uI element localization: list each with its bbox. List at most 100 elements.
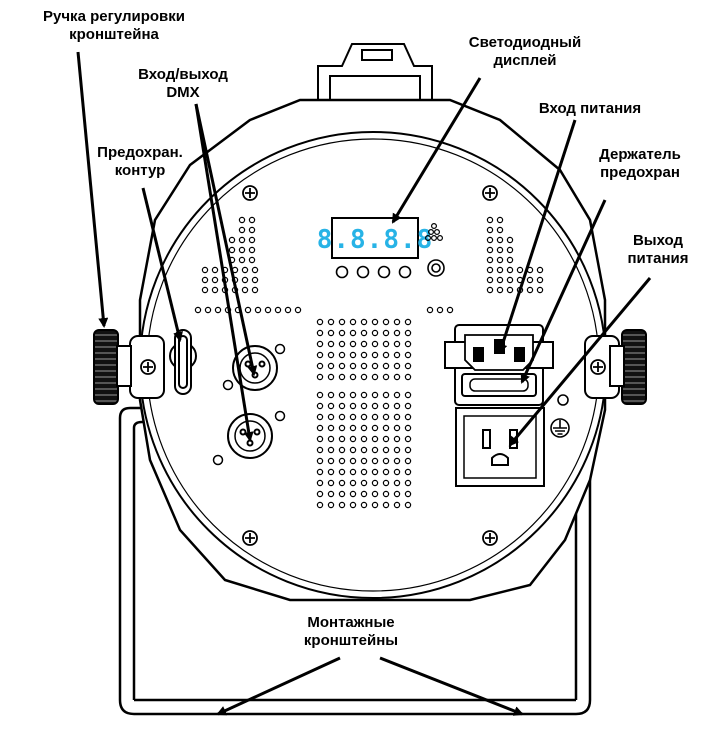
vent-hole: [294, 306, 302, 314]
label-arrows: [76, 51, 652, 716]
vent-hole: [393, 501, 401, 509]
vent-hole: [248, 216, 256, 224]
led-display-digits: 8.8.8.8: [317, 225, 434, 255]
vent-hole: [316, 340, 324, 348]
vent-hole: [360, 490, 368, 498]
vent-hole: [446, 306, 454, 314]
vent-hole: [382, 424, 390, 432]
vent-hole: [360, 340, 368, 348]
vent-hole: [327, 318, 335, 326]
vent-hole: [536, 286, 544, 294]
vent-hole: [316, 413, 324, 421]
vent-hole: [371, 373, 379, 381]
vent-hole: [360, 391, 368, 399]
vent-hole: [404, 373, 412, 381]
vent-hole: [251, 266, 259, 274]
fuse-circuit[interactable]: [169, 329, 197, 395]
vent-hole: [327, 340, 335, 348]
vent-hole: [327, 362, 335, 370]
vent-hole: [338, 479, 346, 487]
vent-hole: [404, 351, 412, 359]
vent-hole: [382, 340, 390, 348]
vent-hole: [486, 256, 494, 264]
vent-hole: [360, 373, 368, 381]
arrow-bracket-right: [379, 656, 524, 716]
arrow-power-in: [497, 119, 577, 354]
vent-hole: [316, 490, 324, 498]
vent-hole: [486, 286, 494, 294]
label-power-out: Выход питания: [627, 232, 689, 267]
vent-hole: [506, 246, 514, 254]
label-mounting-brackets: Монтажные кронштейны: [303, 614, 399, 649]
vent-hole: [338, 318, 346, 326]
vent-hole: [228, 246, 236, 254]
vent-hole: [360, 479, 368, 487]
vent-hole: [382, 435, 390, 443]
vent-hole: [338, 501, 346, 509]
vent-hole: [404, 362, 412, 370]
vent-hole: [496, 226, 504, 234]
vent-hole: [327, 468, 335, 476]
vent-hole: [338, 340, 346, 348]
vent-hole: [496, 276, 504, 284]
screw-icon: [140, 359, 156, 375]
vent-hole: [201, 266, 209, 274]
screw-icon: [482, 530, 498, 546]
vent-hole: [349, 457, 357, 465]
vent-hole: [516, 266, 524, 274]
vent-hole: [338, 490, 346, 498]
vent-hole: [349, 501, 357, 509]
vent-hole: [506, 286, 514, 294]
vent-hole: [338, 468, 346, 476]
vent-hole: [486, 216, 494, 224]
vent-hole: [382, 457, 390, 465]
vent-hole: [404, 468, 412, 476]
vent-holes: [194, 216, 544, 509]
vent-hole: [371, 413, 379, 421]
vent-hole: [382, 362, 390, 370]
vent-hole: [204, 306, 212, 314]
vent-hole: [486, 246, 494, 254]
vent-hole: [382, 318, 390, 326]
vent-hole: [349, 318, 357, 326]
vent-hole: [382, 446, 390, 454]
vent-hole: [393, 424, 401, 432]
vent-hole: [360, 351, 368, 359]
vent-hole: [316, 318, 324, 326]
up-button: [356, 265, 370, 279]
bracket-knob-left[interactable]: [93, 329, 132, 405]
fuse-holder[interactable]: [461, 373, 537, 397]
corner-screws: [140, 185, 606, 546]
vent-hole: [371, 457, 379, 465]
vent-hole: [404, 435, 412, 443]
vent-hole: [371, 501, 379, 509]
vent-hole: [404, 457, 412, 465]
vent-hole: [496, 286, 504, 294]
vent-hole: [393, 490, 401, 498]
vent-hole: [371, 318, 379, 326]
vent-hole: [338, 457, 346, 465]
vent-hole: [404, 391, 412, 399]
vent-hole: [506, 236, 514, 244]
vent-hole: [360, 413, 368, 421]
vent-hole: [238, 236, 246, 244]
vent-hole: [244, 306, 252, 314]
arrow-dmx-out: [194, 103, 254, 442]
vent-hole: [201, 286, 209, 294]
vent-hole: [393, 457, 401, 465]
enter-button: [398, 265, 412, 279]
vent-hole: [349, 362, 357, 370]
bracket-knob-right[interactable]: [609, 329, 647, 405]
vent-hole: [201, 276, 209, 284]
vent-hole: [228, 236, 236, 244]
vent-hole: [316, 329, 324, 337]
vent-hole: [404, 340, 412, 348]
vent-hole: [382, 490, 390, 498]
vent-hole: [393, 329, 401, 337]
vent-hole: [338, 362, 346, 370]
control-buttons[interactable]: [335, 259, 445, 279]
vent-hole: [274, 306, 282, 314]
vent-hole: [393, 479, 401, 487]
vent-hole: [393, 402, 401, 410]
